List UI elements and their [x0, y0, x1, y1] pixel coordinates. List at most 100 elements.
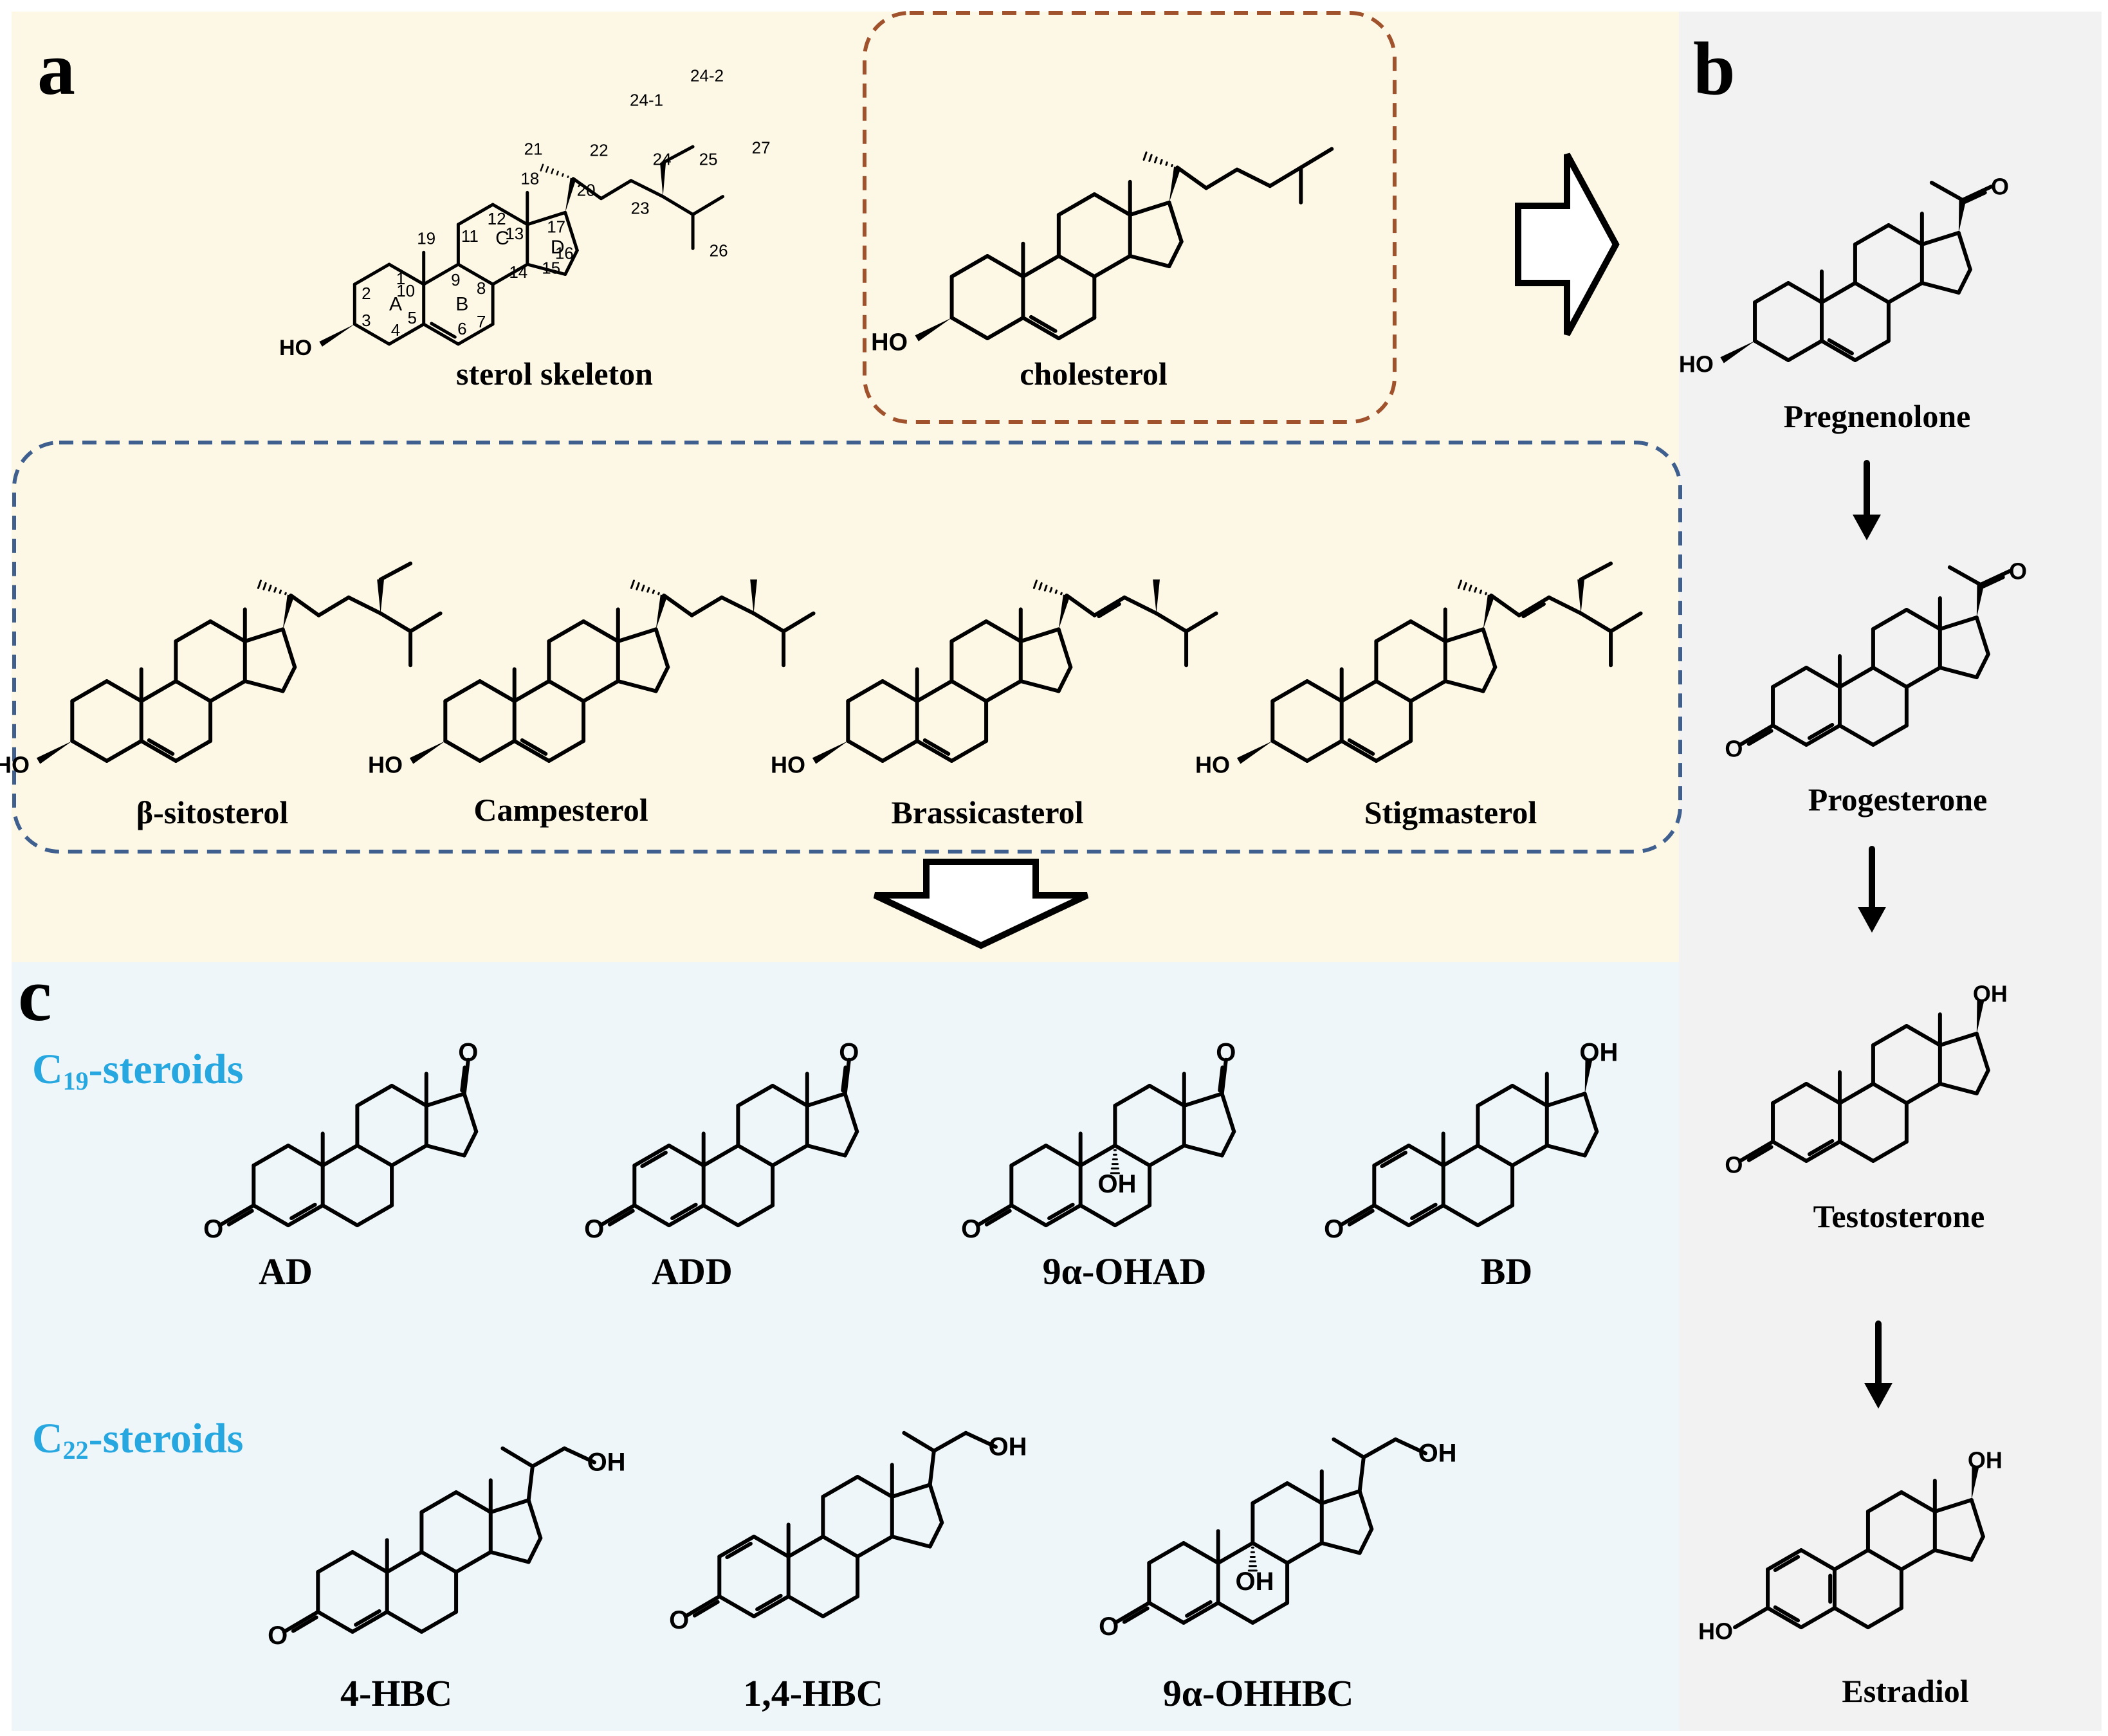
bond	[598, 1203, 637, 1227]
skeleton-number: A	[389, 294, 402, 315]
bond	[526, 1498, 543, 1540]
bond	[320, 1203, 360, 1227]
ketone-label: O	[1991, 174, 2009, 200]
bond	[1974, 1032, 1990, 1072]
bond	[1078, 1203, 1117, 1227]
bond	[1128, 254, 1171, 268]
bond	[1837, 1082, 1875, 1105]
bond	[667, 1144, 706, 1167]
bond	[1753, 339, 1790, 362]
double-bond	[1097, 602, 1121, 619]
double-bond	[1122, 1606, 1150, 1624]
bond	[355, 1203, 394, 1227]
hash-bond	[646, 587, 650, 593]
bond	[1786, 281, 1824, 304]
stigmasterol-name: Stigmasterol	[1364, 794, 1537, 830]
bond	[316, 1550, 354, 1574]
double-bond	[1029, 315, 1058, 333]
bond	[70, 739, 109, 763]
skeleton-number: 16	[555, 243, 574, 262]
b-sitosterol-name: β-sitosterol	[136, 794, 289, 830]
bond	[1871, 608, 1909, 631]
bond	[424, 1144, 466, 1158]
bond	[1409, 619, 1447, 643]
hydroxyl-label: OH	[1418, 1439, 1457, 1468]
bond	[462, 1092, 479, 1134]
hydroxyl-label: HO	[1195, 752, 1230, 778]
bond	[1251, 1601, 1290, 1625]
skeleton-number: 24-1	[630, 91, 663, 110]
bond	[736, 1084, 775, 1108]
bond	[1044, 1144, 1083, 1167]
bond	[280, 665, 297, 693]
skeleton-number: 12	[488, 209, 506, 228]
bond	[286, 1203, 325, 1227]
bond	[582, 619, 620, 643]
hash-bond	[1043, 584, 1048, 592]
bond	[1372, 1144, 1411, 1167]
bond	[1920, 281, 1961, 295]
bond	[1853, 339, 1891, 362]
double-bond	[520, 738, 548, 756]
c19-steroids-label: C19-steroids	[32, 1046, 244, 1095]
panel-a-background	[12, 12, 1679, 962]
bond	[654, 665, 670, 693]
double-bond	[354, 1609, 381, 1627]
bond	[1443, 627, 1485, 643]
skeleton-number: 25	[699, 150, 718, 169]
double-bond	[640, 1151, 668, 1169]
bond	[1517, 595, 1551, 617]
bond	[530, 1446, 567, 1468]
bond	[949, 619, 989, 643]
wedge-bond	[1058, 594, 1070, 630]
bond	[629, 179, 665, 199]
double-bond	[147, 738, 175, 756]
ketone-label: O	[584, 1215, 604, 1243]
wedge-bond	[1976, 1000, 1984, 1034]
bond	[208, 679, 247, 703]
wedge-bond	[1483, 594, 1495, 630]
bond	[701, 1203, 740, 1227]
bond	[512, 739, 551, 763]
skeleton-number: 24-2	[690, 66, 724, 86]
bond	[208, 619, 247, 643]
hydroxyl-label: HO	[1679, 351, 1714, 378]
bond	[1510, 1144, 1549, 1167]
add-name: ADD	[652, 1250, 733, 1292]
bond	[1871, 724, 1909, 747]
bond	[1871, 1140, 1909, 1163]
wedge-bond	[1971, 1466, 1979, 1500]
bond	[985, 254, 1025, 279]
bond	[1786, 339, 1824, 362]
bond	[661, 145, 695, 165]
bond	[1837, 724, 1875, 747]
bond	[1974, 1068, 1990, 1095]
double-bond	[1827, 338, 1854, 356]
ketone-label: O	[1324, 1215, 1344, 1243]
hydroxyl-label: HO	[771, 752, 805, 778]
bond	[217, 1203, 256, 1227]
skeleton-number: 13	[505, 224, 524, 243]
bond	[1481, 665, 1498, 693]
hash-bond	[630, 580, 635, 589]
bond	[786, 1594, 825, 1618]
bond	[890, 1483, 932, 1499]
wedge-bond	[1169, 167, 1181, 203]
bond	[174, 739, 213, 763]
double-bond	[1185, 1600, 1213, 1618]
bond	[443, 739, 482, 763]
sterol-skeleton-name: sterol skeleton	[456, 356, 653, 392]
bond	[1268, 165, 1303, 188]
bond	[385, 1610, 424, 1634]
bond	[1771, 1082, 1808, 1105]
hydroxyl-label: OH	[587, 1448, 626, 1477]
bond	[949, 739, 989, 763]
double-bond	[984, 1209, 1012, 1227]
bond	[984, 679, 1023, 703]
bond	[456, 203, 495, 226]
bond	[1974, 616, 1990, 656]
bond	[1285, 1481, 1324, 1505]
bond	[1441, 1144, 1480, 1167]
